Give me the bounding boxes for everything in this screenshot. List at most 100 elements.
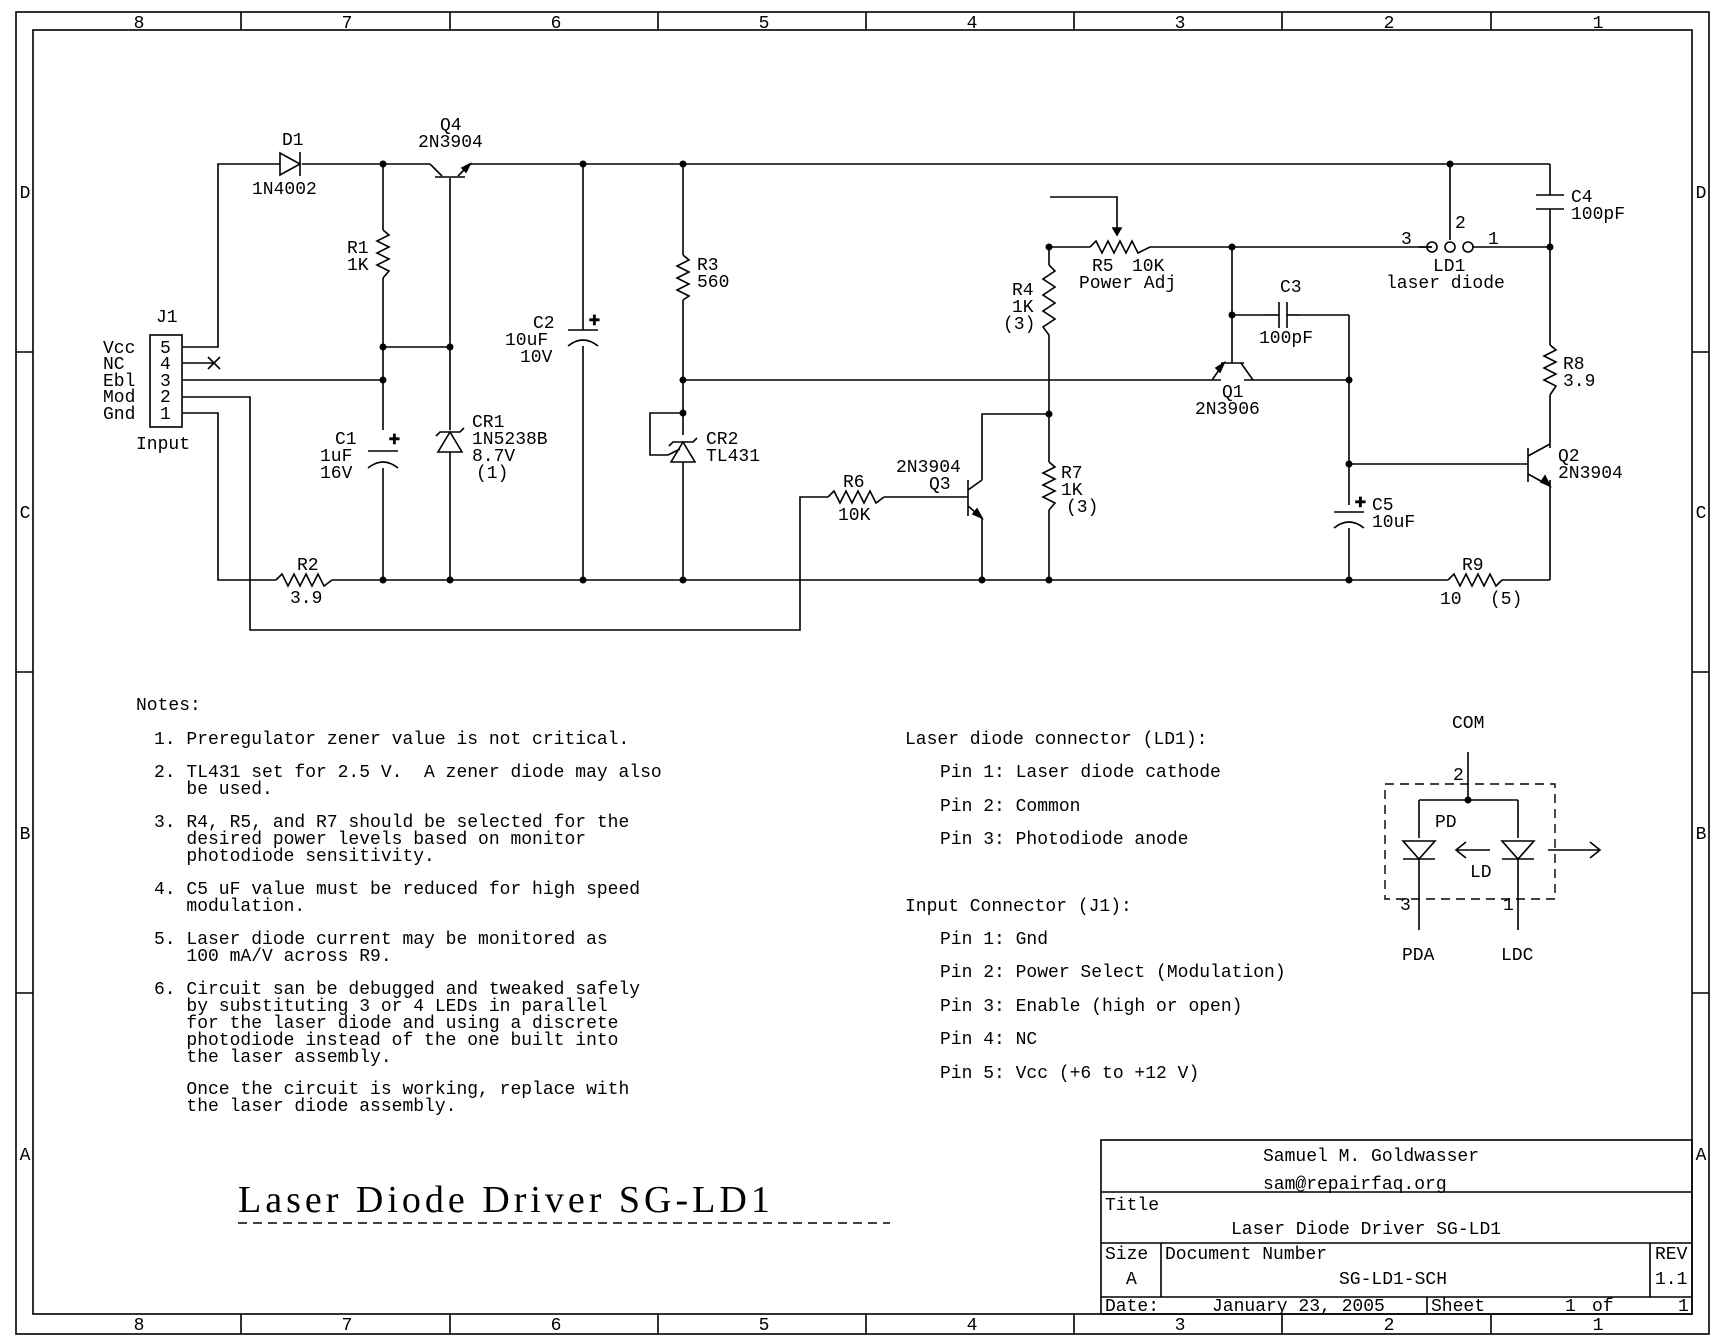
- svg-text:+: +: [389, 431, 400, 451]
- ld1-pin3: 3: [1401, 230, 1412, 250]
- q3-value: 2N3904: [896, 458, 961, 478]
- col-label-bottom-8: 1: [1593, 1316, 1604, 1336]
- col-label-bottom-7: 2: [1384, 1316, 1395, 1336]
- input-connector-pin-1: Pin 1: Gnd: [940, 930, 1048, 950]
- row-label-left-a: A: [20, 1146, 31, 1166]
- r3-resistor-symbol: [675, 254, 691, 301]
- cr2-value: TL431: [706, 447, 760, 467]
- r9-ref: R9: [1462, 556, 1484, 576]
- tb-of-label: of: [1592, 1297, 1614, 1317]
- r9-value: 10: [1440, 590, 1462, 610]
- tb-docnum-label: Document Number: [1165, 1245, 1327, 1265]
- r4-note: (3): [1003, 315, 1035, 335]
- col-label-top-5: 4: [967, 14, 978, 34]
- row-label-left-c: C: [20, 504, 31, 524]
- tb-email: sam@repairfaq.org: [1263, 1175, 1447, 1195]
- tb-title: Laser Diode Driver SG-LD1: [1231, 1220, 1501, 1240]
- j1-pin-name-5: Vcc: [103, 339, 135, 359]
- cr1-zener-symbol: [435, 427, 465, 453]
- r7-ref: R7: [1061, 464, 1083, 484]
- ld1-pin2: 2: [1455, 214, 1466, 234]
- tb-size-label: Size: [1105, 1245, 1148, 1265]
- q3-ref: Q3: [929, 475, 951, 495]
- ld-diagram-com: COM: [1452, 714, 1484, 734]
- col-label-top-2: 7: [342, 14, 353, 34]
- ld-diagram-ld: LD: [1470, 863, 1492, 883]
- r7-note: (3): [1066, 498, 1098, 518]
- row-label-left-b: B: [20, 825, 31, 845]
- q1-transistor-symbol: [1211, 360, 1254, 381]
- tb-author: Samuel M. Goldwasser: [1263, 1147, 1479, 1167]
- input-connector-block: Input Connector (J1): Pin 1: Gnd Pin 2: …: [905, 897, 1286, 1084]
- note-5-line-1: 5. Laser diode current may be monitored …: [154, 930, 608, 950]
- tb-title-label: Title: [1105, 1196, 1159, 1216]
- ld1-connector-symbol: [1426, 241, 1474, 253]
- r6-resistor-symbol: [827, 489, 885, 505]
- input-connector-pin-5: Pin 5: Vcc (+6 to +12 V): [940, 1064, 1199, 1084]
- r7-resistor-symbol: [1041, 461, 1057, 511]
- cr1-rating: 8.7V: [472, 447, 515, 467]
- c2-rating: 10V: [520, 348, 553, 368]
- r8-ref: R8: [1563, 355, 1585, 375]
- c5-value: 10uF: [1372, 513, 1415, 533]
- ld-diagram-pda: PDA: [1402, 946, 1435, 966]
- note-4-line-1: 4. C5 uF value must be reduced for high …: [154, 880, 640, 900]
- q2-transistor-symbol: [1527, 443, 1552, 488]
- r8-resistor-symbol: [1542, 344, 1558, 396]
- j1-pin-name-2: Mod: [103, 388, 135, 408]
- note-6-line-4: photodiode instead of the one built into: [154, 1031, 618, 1051]
- r6-ref: R6: [843, 473, 865, 493]
- col-label-bottom-4: 5: [759, 1316, 770, 1336]
- c5-ref: C5: [1372, 496, 1394, 516]
- cr1-ref: CR1: [472, 413, 504, 433]
- r5-desc: Power Adj: [1079, 274, 1176, 294]
- q3-transistor-symbol: [967, 479, 984, 520]
- input-connector-pin-3: Pin 3: Enable (high or open): [940, 997, 1242, 1017]
- cr2-ref: CR2: [706, 430, 738, 450]
- tb-docnum: SG-LD1-SCH: [1339, 1270, 1447, 1290]
- note-4-line-2: modulation.: [154, 897, 305, 917]
- r9-resistor-symbol: [1447, 572, 1503, 588]
- ld1-desc: laser diode: [1386, 274, 1505, 294]
- col-label-bottom-3: 6: [551, 1316, 562, 1336]
- r5-value: 10K: [1132, 257, 1165, 277]
- title-block: Samuel M. Goldwasser sam@repairfaq.org T…: [1100, 1139, 1693, 1317]
- c4-value: 100pF: [1571, 205, 1625, 225]
- tb-sheet-total: 1: [1678, 1297, 1689, 1317]
- cr1-value: 1N5238B: [472, 430, 548, 450]
- col-label-top-1: 8: [134, 14, 145, 34]
- j1-pin-num-3: 3: [160, 372, 171, 392]
- col-label-bottom-2: 7: [342, 1316, 353, 1336]
- r3-value: 560: [697, 273, 729, 293]
- ld-connector-heading: Laser diode connector (LD1):: [905, 730, 1207, 750]
- r7-value: 1K: [1061, 481, 1083, 501]
- ld1-pin1: 1: [1488, 230, 1499, 250]
- r4-resistor-symbol: [1041, 264, 1057, 336]
- c1-ref: C1: [335, 430, 357, 450]
- q1-ref: Q1: [1222, 383, 1244, 403]
- row-label-right-d: D: [1696, 184, 1707, 204]
- q2-value: 2N3904: [1558, 464, 1623, 484]
- j1-pin-name-4: NC: [103, 355, 125, 375]
- row-label-right-b: B: [1696, 825, 1707, 845]
- r4-value: 1K: [1012, 298, 1034, 318]
- ld1-ref: LD1: [1433, 257, 1465, 277]
- r6-value: 10K: [838, 506, 871, 526]
- r3-ref: R3: [697, 256, 719, 276]
- tb-date-label: Date:: [1105, 1297, 1159, 1317]
- col-label-top-6: 3: [1175, 14, 1186, 34]
- d1-diode-symbol: [279, 151, 302, 177]
- q4-ref: Q4: [440, 116, 462, 136]
- ld-pinout-diagram: COM 2 PD LD 3 1 PDA LDC: [1384, 714, 1602, 966]
- j1-pin-num-2: 2: [160, 388, 171, 408]
- c3-value: 100pF: [1259, 329, 1313, 349]
- notes-heading: Notes:: [136, 696, 201, 716]
- q1-value: 2N3906: [1195, 400, 1260, 420]
- row-label-left-d: D: [20, 184, 31, 204]
- col-label-top-7: 2: [1384, 14, 1395, 34]
- input-connector-pin-4: Pin 4: NC: [940, 1030, 1037, 1050]
- note-2-line-1: 2. TL431 set for 2.5 V. A zener diode ma…: [154, 763, 662, 783]
- note-3-line-1: 3. R4, R5, and R7 should be selected for…: [154, 813, 629, 833]
